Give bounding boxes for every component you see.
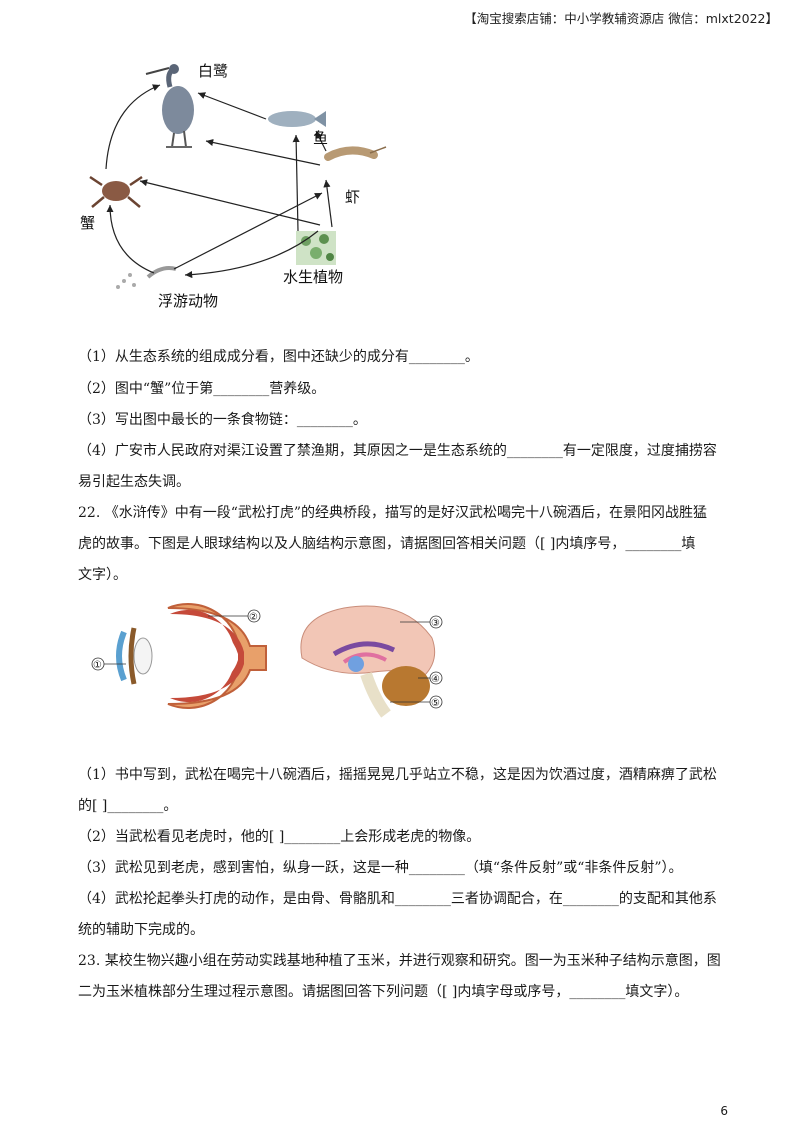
fish-icon xyxy=(268,111,326,127)
food-web-figure: 白鹭 鱼 虾 蟹 水生植物 浮游动物 xyxy=(80,62,387,310)
eye-label-2: ② xyxy=(249,612,258,623)
q21-sub-4-cont: 易引起生态失调。 xyxy=(78,474,190,490)
shrimp-icon xyxy=(324,146,387,161)
food-web-arrows xyxy=(105,84,333,279)
q23-stem-1: 23. 某校生物兴趣小组在劳动实践基地种植了玉米，并进行观察和研究。图一为玉米种… xyxy=(78,953,721,969)
label-egret: 白鹭 xyxy=(198,62,228,80)
q22-sub-1-cont: 的[ ]________。 xyxy=(78,798,178,814)
q22-sub-2: （2）当武松看见老虎时，他的[ ]________上会形成老虎的物像。 xyxy=(78,829,481,845)
q22-sub-4-cont: 统的辅助下完成的。 xyxy=(78,922,204,938)
zooplankton-icon xyxy=(116,266,177,289)
eye-label-1: ① xyxy=(93,660,102,671)
q21-sub-3: （3）写出图中最长的一条食物链：________。 xyxy=(78,412,367,428)
page-header: 【淘宝搜索店铺：中小学教辅资源店 微信：mlxt2022】 xyxy=(464,11,778,26)
label-zooplankton: 浮游动物 xyxy=(158,292,218,310)
q22-sub-4: （4）武松抡起拳头打虎的动作，是由骨、骨骼肌和________三者协调配合，在_… xyxy=(78,891,717,907)
page-number: 6 xyxy=(720,1104,728,1118)
egret-icon xyxy=(145,64,194,148)
q23-stem-2: 二为玉米植株部分生理过程示意图。请据图回答下列问题（[ ]内填字母或序号，___… xyxy=(78,984,689,1000)
q21-sub-2: （2）图中“蟹”位于第________营养级。 xyxy=(78,381,326,397)
q22-stem-1: 22. 《水浒传》中有一段“武松打虎”的经典桥段，描写的是好汉武松喝完十八碗酒后… xyxy=(78,505,708,521)
q22-sub-3: （3）武松见到老虎，感到害怕，纵身一跃，这是一种________（填“条件反射”… xyxy=(78,860,683,876)
brain-label-4: ④ xyxy=(431,674,440,685)
aquatic-plants-icon xyxy=(296,231,336,265)
label-plants: 水生植物 xyxy=(283,268,343,286)
eye-diagram: ① ② xyxy=(91,603,267,709)
label-shrimp: 虾 xyxy=(345,188,360,206)
q21-sub-4: （4）广安市人民政府对渠江设置了禁渔期，其原因之一是生态系统的________有… xyxy=(78,443,717,459)
brain-label-5: ⑤ xyxy=(431,698,440,709)
crab-icon xyxy=(89,175,143,208)
q22-stem-3: 文字）。 xyxy=(78,567,127,583)
q22-stem-2: 虎的故事。下图是人眼球结构以及人脑结构示意图，请据图回答相关问题（[ ]内填序号… xyxy=(78,536,696,552)
label-fish: 鱼 xyxy=(313,129,328,147)
label-crab: 蟹 xyxy=(80,214,95,232)
brain-label-3: ③ xyxy=(431,618,440,629)
q21-sub-1: （1）从生态系统的组成成分看，图中还缺少的成分有________。 xyxy=(78,349,479,365)
brain-diagram: ③ ④ ⑤ xyxy=(300,605,443,718)
q22-sub-1: （1）书中写到，武松在喝完十八碗酒后，摇摇晃晃几乎站立不稳，这是因为饮酒过度，酒… xyxy=(78,767,717,783)
